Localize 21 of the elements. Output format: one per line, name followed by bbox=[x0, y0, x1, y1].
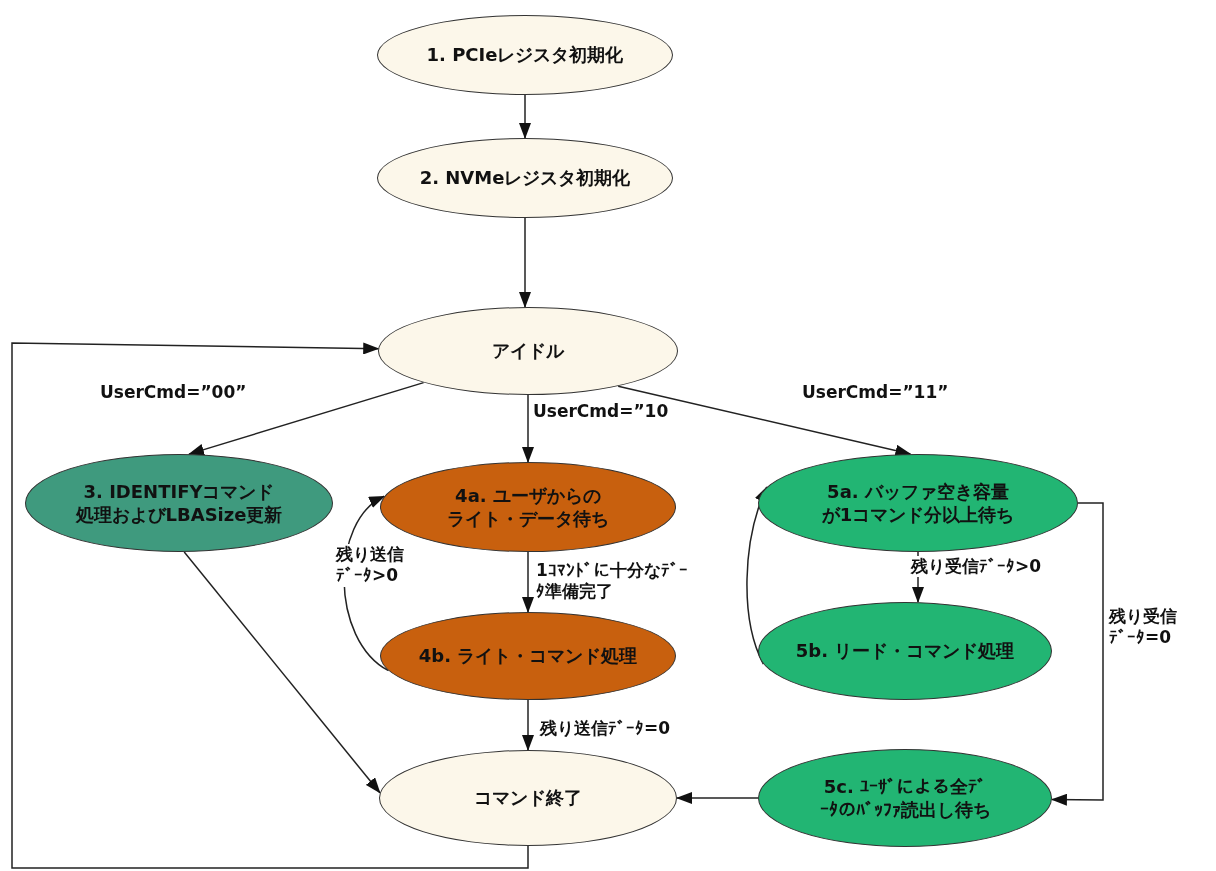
arrow bbox=[522, 551, 534, 613]
state-ellipse: アイドル bbox=[378, 307, 678, 395]
state-ellipse: 5c. ﾕｰｻﾞによる全ﾃﾞｰﾀのﾊﾞｯﾌｧ読出し待ち bbox=[758, 749, 1052, 847]
arrow bbox=[188, 381, 425, 456]
state-ellipse: 5a. バッファ空き容量が1コマンド分以上待ち bbox=[758, 454, 1078, 552]
edge-label: 残り受信ﾃﾞｰﾀ>0 bbox=[911, 556, 1042, 578]
arrow bbox=[519, 94, 531, 139]
arrow bbox=[11, 342, 529, 869]
state-ellipse: 1. PCIeレジスタ初期化 bbox=[377, 15, 673, 95]
state-ellipse: 5b. リード・コマンド処理 bbox=[758, 602, 1052, 700]
arrow bbox=[183, 551, 381, 794]
state-ellipse: 3. IDENTIFYコマンド処理およびLBASize更新 bbox=[25, 454, 333, 552]
state-ellipse: コマンド終了 bbox=[379, 750, 677, 846]
arrow bbox=[676, 792, 759, 804]
arrow bbox=[1050, 502, 1104, 806]
arrow bbox=[522, 394, 534, 463]
state-ellipse: 2. NVMeレジスタ初期化 bbox=[377, 138, 673, 218]
edge-label: 残り送信ﾃﾞｰﾀ=0 bbox=[540, 718, 671, 740]
state-ellipse: 4b. ライト・コマンド処理 bbox=[380, 612, 676, 700]
arrow bbox=[522, 699, 534, 751]
arrow bbox=[519, 217, 531, 308]
